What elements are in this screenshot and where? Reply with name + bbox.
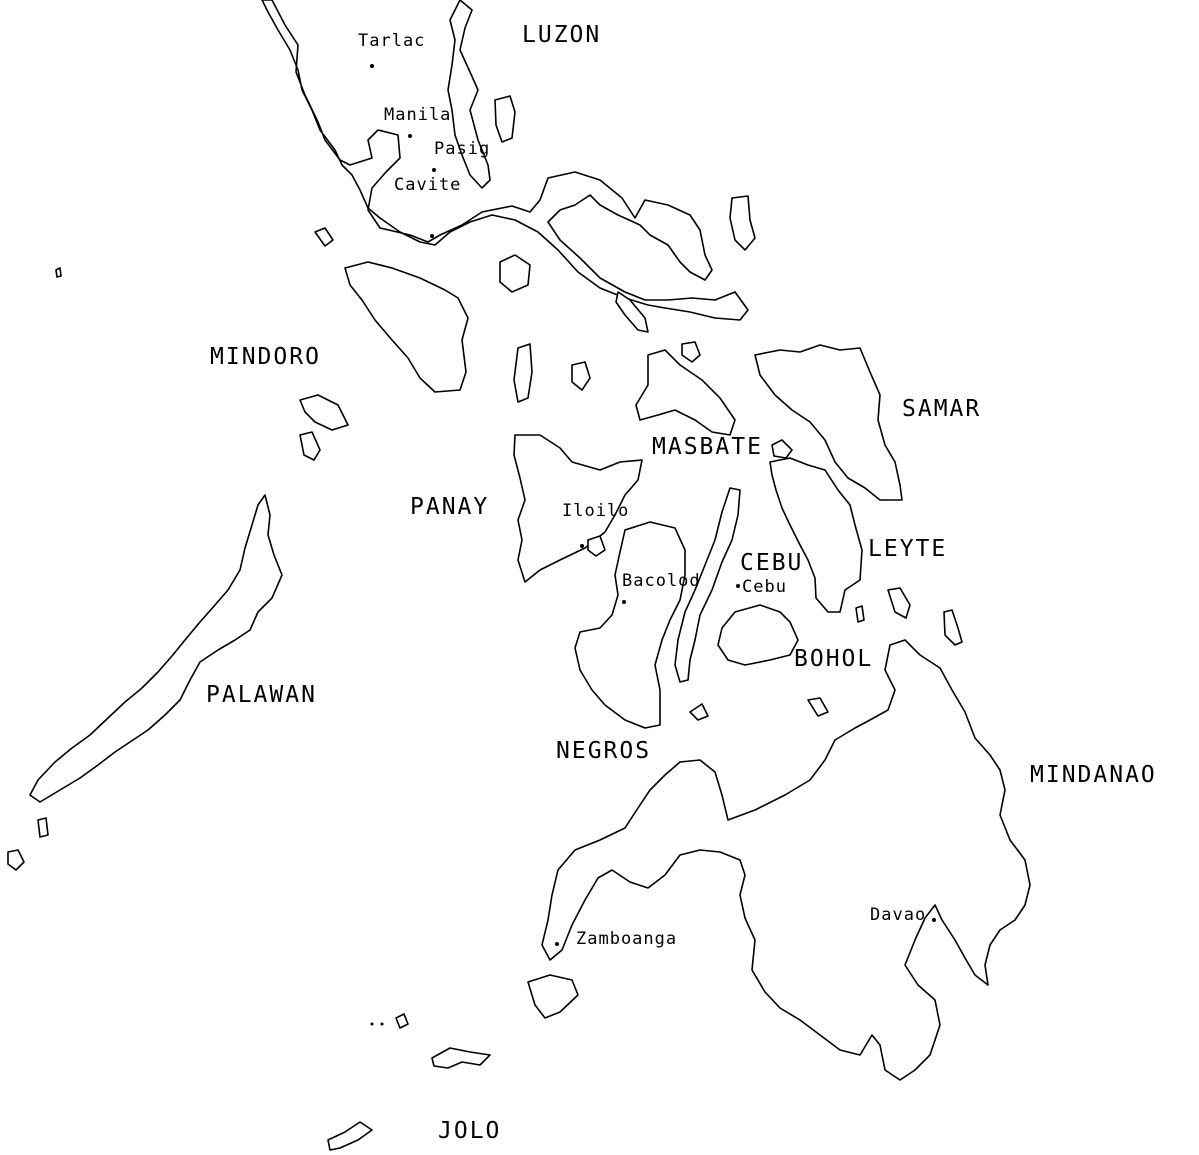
mindoro-island	[344, 261, 469, 393]
label-samar: SAMAR	[902, 396, 981, 422]
island-catanduanes	[729, 195, 756, 251]
leyte-island	[769, 457, 863, 613]
label-palawan: PALAWAN	[206, 682, 317, 708]
cebu-island	[674, 487, 741, 683]
dot-cebu	[736, 584, 740, 588]
island-busuanga	[299, 394, 349, 431]
label-mindanao: MINDANAO	[1030, 762, 1157, 788]
island-dinagat	[943, 609, 963, 646]
island-small-west	[55, 267, 62, 278]
island-ticao	[681, 341, 701, 363]
label-city-bacolod: Bacolod	[622, 571, 701, 591]
island-guimaras	[587, 535, 606, 557]
dot-cavite	[430, 234, 434, 238]
label-city-iloilo: Iloilo	[562, 501, 629, 521]
dot-iloilo	[580, 544, 584, 548]
island-balabac-2	[7, 849, 25, 871]
palawan-island	[29, 494, 283, 803]
label-mindoro: MINDORO	[210, 344, 321, 370]
label-negros: NEGROS	[556, 738, 651, 764]
negros-island	[574, 521, 686, 729]
island-marinduque	[499, 254, 531, 293]
label-city-manila: Manila	[384, 105, 451, 125]
island-polillo	[494, 95, 516, 143]
island-biliran	[771, 439, 793, 459]
label-cebu: CEBU	[740, 550, 803, 576]
dot-manila	[408, 134, 412, 138]
island-camotes	[855, 605, 865, 623]
island-siquijor	[689, 703, 709, 721]
bohol-island	[717, 604, 799, 666]
island-lubang	[314, 227, 334, 247]
dot-pasig	[432, 168, 436, 172]
island-sulu-1	[395, 1013, 409, 1029]
label-jolo: JOLO	[438, 1118, 501, 1144]
island-basilan	[527, 974, 579, 1019]
label-city-cavite: Cavite	[394, 175, 461, 195]
island-tablas	[513, 343, 533, 403]
island-jolo	[431, 1047, 491, 1069]
label-city-zamboanga: Zamboanga	[576, 929, 677, 949]
label-luzon: LUZON	[522, 22, 601, 48]
dot-tarlac	[370, 64, 374, 68]
island-sibuyan	[571, 361, 591, 391]
island-camiguin	[807, 697, 829, 717]
island-panaon	[887, 587, 911, 619]
label-city-davao: Davao	[870, 905, 926, 925]
label-city-tarlac: Tarlac	[358, 31, 425, 51]
mindanao-island	[541, 639, 1031, 1081]
island-balabac	[37, 817, 49, 838]
label-city-pasig: Pasig	[434, 139, 490, 159]
samar-island	[754, 344, 903, 501]
label-leyte: LEYTE	[868, 536, 947, 562]
island-tawi-tawi	[327, 1121, 373, 1151]
label-city-cebu: Cebu	[742, 577, 787, 597]
dot-bacolod	[622, 600, 626, 604]
island-burias	[615, 291, 649, 333]
island-culion	[299, 431, 321, 461]
dot-sulu-a	[370, 1022, 374, 1026]
dot-sulu-b	[380, 1022, 384, 1026]
luzon-island	[261, 0, 749, 321]
luzon-east-coast	[447, 0, 491, 189]
label-panay: PANAY	[410, 494, 489, 520]
dot-davao	[932, 918, 936, 922]
label-bohol: BOHOL	[794, 646, 873, 672]
dot-zamboanga	[555, 942, 559, 946]
masbate-island	[635, 349, 736, 436]
label-masbate: MASBATE	[652, 434, 763, 460]
